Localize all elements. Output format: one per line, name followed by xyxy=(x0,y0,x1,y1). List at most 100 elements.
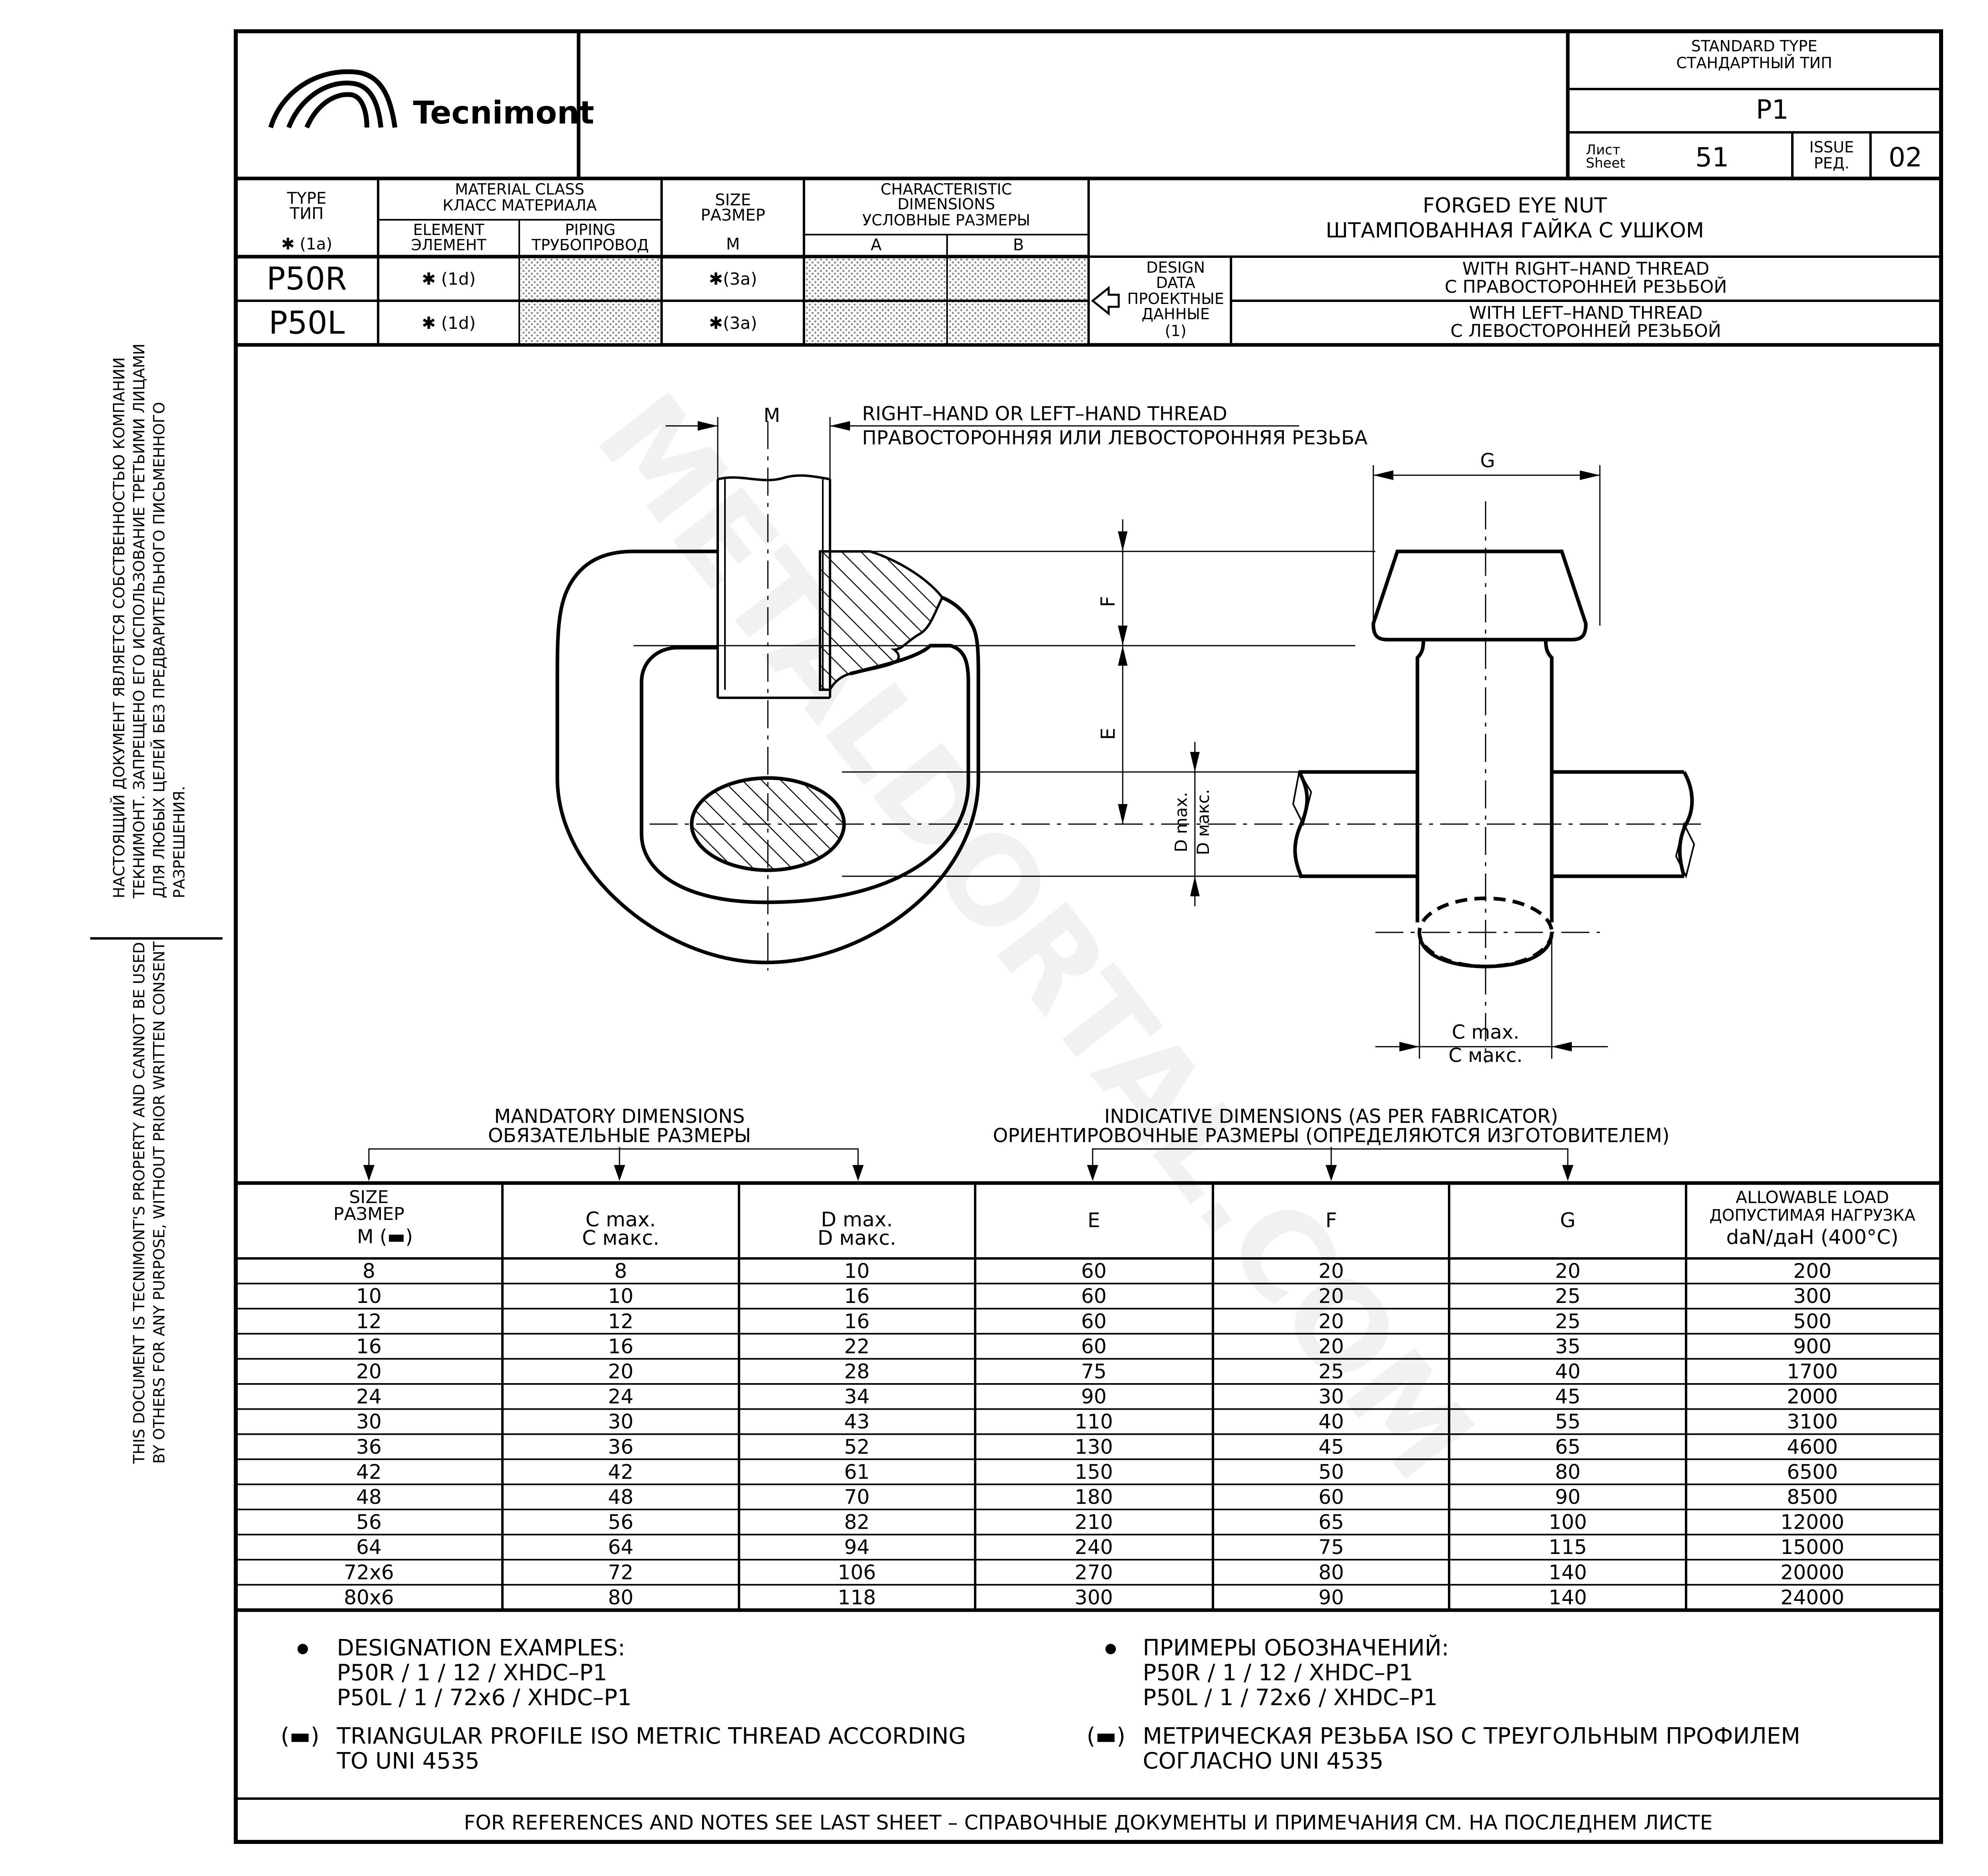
notes: DESIGNATION EXAMPLES: P50R / 1 / 12 / XH… xyxy=(236,1635,1941,1834)
table-cell: 48 xyxy=(356,1485,382,1509)
eye-nut-drawing: M RIGHT–HAND OR LEFT–HAND THREAD ПРАВОСТ… xyxy=(555,403,1708,1067)
thread-note-en: RIGHT–HAND OR LEFT–HAND THREAD xyxy=(862,403,1227,425)
table-cell: 16 xyxy=(844,1284,870,1308)
table-cell: 20 xyxy=(1555,1260,1581,1283)
table-cell: 6500 xyxy=(1787,1460,1838,1483)
table-cell: 72 xyxy=(608,1561,634,1584)
issue-label-en: ISSUE xyxy=(1809,138,1854,156)
side-note-ru-line: РАЗРЕШЕНИЯ. xyxy=(170,786,188,898)
sheet-label-ru: Лист xyxy=(1586,142,1620,158)
table-cell: 64 xyxy=(608,1536,634,1559)
examples-ru-title: ПРИМЕРЫ ОБОЗНАЧЕНИЙ: xyxy=(1143,1635,1449,1661)
table-cell: 90 xyxy=(1555,1485,1581,1509)
thread-note-en-line: TRIANGULAR PROFILE ISO METRIC THREAD ACC… xyxy=(336,1723,966,1749)
type-size: ✱(3a) xyxy=(709,313,757,333)
table-cell: 900 xyxy=(1793,1335,1831,1358)
table-cell: 25 xyxy=(1555,1284,1581,1308)
table-cell: 4600 xyxy=(1787,1435,1838,1459)
table-cell: 42 xyxy=(608,1460,634,1483)
table-cell: 16 xyxy=(608,1335,634,1358)
footer-note: FOR REFERENCES AND NOTES SEE LAST SHEET … xyxy=(464,1811,1713,1834)
material-class-en: MATERIAL CLASS xyxy=(455,180,585,198)
thread-note-en-line: TO UNI 4535 xyxy=(336,1748,480,1774)
table-cell: 16 xyxy=(844,1310,870,1333)
table-cell: 8 xyxy=(362,1260,375,1283)
column-b-header: B xyxy=(1013,236,1024,254)
table-cell: 100 xyxy=(1549,1511,1587,1534)
table-cell: 130 xyxy=(1075,1435,1113,1459)
logo-text: Tecnimont xyxy=(413,95,594,131)
table-cell: 20 xyxy=(356,1360,382,1383)
table-cell: 60 xyxy=(1081,1310,1107,1333)
table-cell: 2000 xyxy=(1787,1385,1838,1408)
dimension-d-label-ru: D макс. xyxy=(1193,789,1213,855)
type-description-en: WITH RIGHT–HAND THREAD xyxy=(1462,259,1709,279)
table-cell: 20 xyxy=(1318,1310,1344,1333)
design-data-label: ДАННЫЕ xyxy=(1142,305,1210,323)
side-view-shaft xyxy=(1415,639,1554,922)
size-header-en: SIZE xyxy=(715,191,751,209)
table-cell: 106 xyxy=(838,1561,876,1584)
side-note-ru-line: ДЛЯ ЛЮБЫХ ЦЕЛЕЙ БЕЗ ПРЕДВАРИТЕЛЬНОГО ПИС… xyxy=(150,402,168,898)
table-header-load-en: ALLOWABLE LOAD xyxy=(1736,1187,1889,1207)
example-en: P50L / 1 / 72x6 / XHDC–P1 xyxy=(337,1685,632,1711)
design-data-label: (1) xyxy=(1165,322,1186,340)
table-cell: 43 xyxy=(844,1410,870,1433)
table-cell: 180 xyxy=(1075,1485,1113,1509)
mandatory-caption-en: MANDATORY DIMENSIONS xyxy=(494,1105,745,1128)
table-cell: 3100 xyxy=(1787,1410,1838,1433)
type-description-en: WITH LEFT–HAND THREAD xyxy=(1469,303,1703,323)
table-cell: 140 xyxy=(1549,1561,1587,1584)
indicative-caption-en: INDICATIVE DIMENSIONS (AS PER FABRICATOR… xyxy=(1104,1105,1558,1128)
table-cell: 52 xyxy=(844,1435,870,1459)
table-cell: 25 xyxy=(1555,1310,1581,1333)
table-cell: 45 xyxy=(1555,1385,1581,1408)
table-cell: 40 xyxy=(1318,1410,1344,1433)
type-size: ✱(3a) xyxy=(709,269,757,289)
piping-header-ru: ТРУБОПРОВОД xyxy=(531,236,649,254)
example-ru: P50L / 1 / 72x6 / XHDC–P1 xyxy=(1143,1685,1437,1711)
dimension-table: SIZE РАЗМЕР M (▬) C max. C макс. D max. … xyxy=(236,1181,1941,1612)
table-cell: 75 xyxy=(1318,1536,1344,1559)
standard-code: P1 xyxy=(1756,94,1789,125)
eye-nut-outer-contour xyxy=(555,549,980,964)
issue-label-ru: РЕД. xyxy=(1814,154,1850,172)
table-cell: 8500 xyxy=(1787,1485,1838,1509)
size-header-m: M xyxy=(726,235,740,253)
piping-header-en: PIPING xyxy=(565,221,615,239)
table-cell: 34 xyxy=(844,1385,870,1408)
table-cell: 28 xyxy=(844,1360,870,1383)
dimension-d-label-en: D max. xyxy=(1171,792,1191,853)
type-header-en: TYPE xyxy=(287,189,326,208)
side-note-en: THIS DOCUMENT IS TECNIMONT'S PROPERTY AN… xyxy=(130,941,168,1464)
type-header-ru: ТИП xyxy=(289,205,324,223)
table-header-load-unit: daN/даН (400°C) xyxy=(1726,1226,1899,1249)
table-cell: 300 xyxy=(1793,1284,1831,1308)
table-cell: 115 xyxy=(1549,1536,1587,1559)
indicative-caption-ru: ОРИЕНТИРОВОЧНЫЕ РАЗМЕРЫ (ОПРЕДЕЛЯЮТСЯ ИЗ… xyxy=(993,1124,1670,1147)
table-cell: 94 xyxy=(844,1536,870,1559)
table-cell: 30 xyxy=(356,1410,382,1433)
table-cell: 72x6 xyxy=(344,1561,394,1584)
table-cell: 42 xyxy=(356,1460,382,1483)
table-cell: 20000 xyxy=(1780,1561,1844,1584)
table-cell: 80x6 xyxy=(344,1586,394,1609)
table-header-c-ru: C макс. xyxy=(582,1226,660,1250)
table-cell: 24 xyxy=(608,1385,634,1408)
table-cell: 270 xyxy=(1075,1561,1113,1584)
table-cell: 25 xyxy=(1318,1360,1344,1383)
table-cell: 65 xyxy=(1555,1435,1581,1459)
table-cell: 30 xyxy=(1318,1385,1344,1408)
table-cell: 10 xyxy=(844,1260,870,1283)
table-header-d-en: D max. xyxy=(821,1208,893,1231)
table-cell: 80 xyxy=(1318,1561,1344,1584)
standard-type-ru: СТАНДАРТНЫЙ ТИП xyxy=(1676,54,1832,72)
characteristic-header-ru: УСЛОВНЫЕ РАЗМЕРЫ xyxy=(862,211,1030,229)
dimension-c-label-en: C max. xyxy=(1452,1021,1520,1043)
table-cell: 8 xyxy=(614,1260,627,1283)
table-cell: 118 xyxy=(838,1586,876,1609)
table-header-g: G xyxy=(1560,1209,1576,1232)
side-note-ru-line: ТЕКНИМОНТ. ЗАПРЕЩЕНО ЕГО ИСПОЛЬЗОВАНИЕ Т… xyxy=(130,344,148,899)
table-header-c-en: C max. xyxy=(585,1208,656,1231)
